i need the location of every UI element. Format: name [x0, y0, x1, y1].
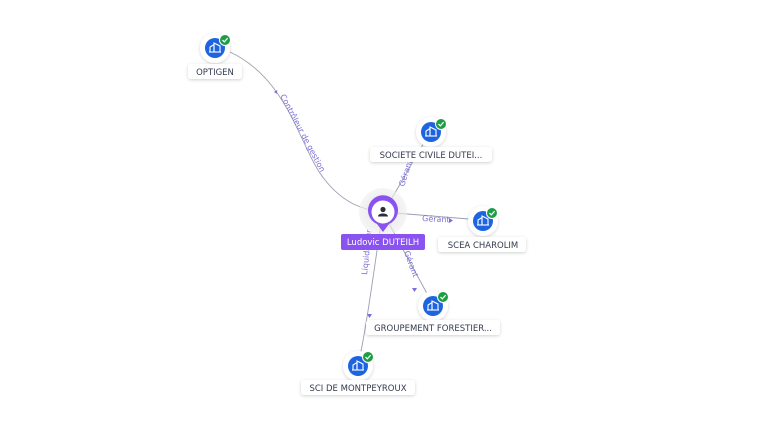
- arrow-groupement: [412, 288, 417, 292]
- arrow-sci: [367, 314, 372, 318]
- company-icon: [425, 126, 437, 137]
- company-icon: [427, 300, 439, 311]
- arrow-optigen: [273, 90, 278, 94]
- edge-arrows: [273, 90, 453, 318]
- company-icon-bg: [348, 356, 368, 376]
- arrow-scea: [449, 218, 453, 223]
- company-label-groupement: GROUPEMENT FORESTIER...: [374, 324, 492, 334]
- company-icon: [352, 360, 364, 371]
- edge-label-societe-civile: Gérant: [396, 158, 414, 187]
- person-label: Ludovic DUTEILH: [347, 238, 419, 248]
- company-node-optigen[interactable]: OPTIGEN: [188, 33, 242, 79]
- edge-label-optigen: Contrôleur de gestion: [278, 92, 328, 173]
- company-node-sci[interactable]: SCI DE MONTPEYROUX: [301, 351, 415, 395]
- company-node-societe-civile[interactable]: SOCIETE CIVILE DUTEI...: [370, 117, 492, 162]
- company-label-scea: SCEA CHAROLIM: [448, 241, 519, 251]
- check-badge-icon: [362, 351, 374, 363]
- edges: [229, 51, 482, 367]
- edge-label-groupement: Gérant: [402, 249, 421, 278]
- company-label-societe-civile: SOCIETE CIVILE DUTEI...: [380, 151, 483, 161]
- company-label-sci: SCI DE MONTPEYROUX: [309, 384, 406, 394]
- company-icon-bg: [423, 296, 443, 316]
- person-label-bg: [341, 234, 425, 250]
- person-node[interactable]: Ludovic DUTEILH: [341, 188, 425, 250]
- check-badge-icon: [435, 118, 447, 130]
- check-badge-icon: [486, 207, 498, 219]
- check-badge-icon: [437, 291, 449, 303]
- company-icon: [209, 42, 221, 53]
- company-node-scea[interactable]: SCEA CHAROLIM: [438, 206, 526, 252]
- person-icon: [378, 206, 388, 217]
- check-badge-icon: [219, 34, 231, 46]
- company-icon: [477, 215, 489, 226]
- company-node-groupement[interactable]: GROUPEMENT FORESTIER...: [366, 291, 500, 335]
- company-label-optigen: OPTIGEN: [196, 68, 234, 78]
- edge-label-scea: Gérant: [422, 213, 450, 224]
